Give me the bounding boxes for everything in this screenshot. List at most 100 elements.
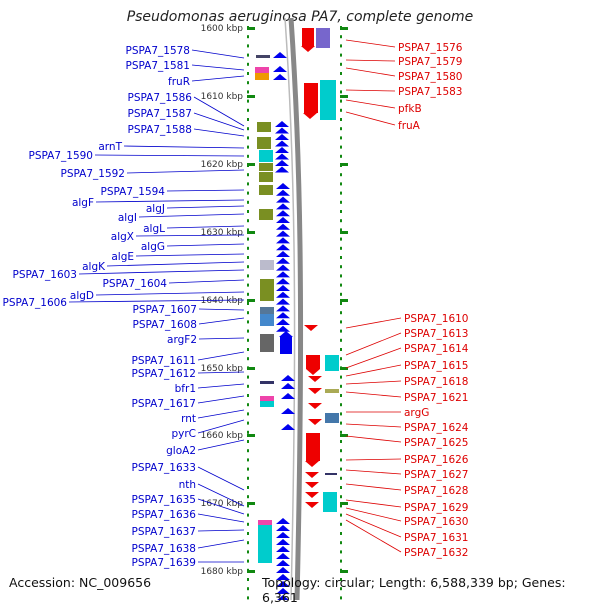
right-gene-label: PSPA7_1618	[404, 376, 469, 388]
right-tick-dot	[340, 375, 342, 379]
gene-feature-block	[258, 520, 272, 525]
left-gene-connector	[166, 225, 245, 229]
left-tick-dot	[247, 256, 249, 259]
kbp-tick	[340, 570, 348, 573]
left-tick-dot	[247, 430, 249, 434]
right-tick-dot	[340, 145, 342, 149]
left-tick-dot	[247, 403, 249, 407]
left-tick-dot	[247, 348, 249, 351]
right-gene-label: pfkB	[398, 103, 422, 115]
left-gene-connector	[191, 49, 245, 59]
right-tick-dot	[340, 550, 342, 554]
right-tick-dot	[340, 486, 342, 489]
right-gene-label: PSPA7_1624	[404, 422, 469, 434]
right-tick-dot	[340, 320, 342, 324]
kbp-tick	[247, 163, 255, 166]
reverse-gene-arrow	[305, 492, 319, 498]
left-gene-label: gloA2	[166, 445, 196, 457]
gene-feature-block	[260, 334, 274, 352]
left-gene-label: PSPA7_1637	[132, 526, 197, 538]
right-tick-dot	[340, 90, 342, 94]
left-tick-dot	[247, 412, 249, 416]
left-tick-dot	[247, 421, 249, 425]
kbp-tick	[247, 570, 255, 573]
kbp-tick	[247, 95, 255, 98]
forward-gene-arrow	[275, 140, 289, 147]
right-tick-dot	[340, 578, 342, 581]
forward-gene-arrow	[273, 74, 287, 80]
right-tick-dot	[340, 532, 342, 535]
left-gene-connector	[198, 337, 245, 340]
right-gene-label: PSPA7_1610	[404, 313, 469, 325]
left-gene-label: PSPA7_1581	[126, 60, 191, 72]
left-tick-dot	[247, 210, 249, 213]
forward-gene-arrow	[276, 244, 290, 251]
right-gene-connector	[345, 347, 402, 369]
left-tick-dot	[247, 200, 249, 204]
gene-feature-block	[255, 67, 269, 73]
forward-gene-arrow	[276, 525, 290, 531]
kbp-marker-label: 1680 kbp	[201, 567, 244, 577]
reverse-gene-arrow	[308, 388, 322, 394]
left-tick-dot	[247, 338, 249, 342]
gene-feature-block	[259, 185, 273, 195]
left-gene-label: algE	[111, 251, 134, 263]
left-gene-label: PSPA7_1604	[103, 278, 168, 290]
left-tick-dot	[247, 329, 249, 333]
right-gene-connector	[345, 519, 402, 553]
forward-gene-arrow	[276, 319, 290, 325]
kbp-tick	[247, 27, 255, 30]
left-gene-connector	[78, 269, 245, 275]
left-tick-dot	[247, 108, 249, 112]
left-tick-dot	[247, 173, 249, 177]
reverse-gene-block	[306, 355, 320, 369]
right-gene-connector	[345, 423, 402, 428]
forward-gene-arrow	[281, 393, 295, 399]
left-tick-dot	[247, 246, 249, 250]
left-gene-connector	[191, 64, 245, 71]
right-tick-dot	[340, 136, 342, 140]
right-tick-dot	[340, 283, 342, 287]
right-gene-label: PSPA7_1613	[404, 328, 469, 340]
left-gene-label: argF2	[167, 334, 197, 346]
right-tick-dot	[340, 504, 342, 508]
reverse-gene-arrow	[308, 376, 322, 382]
forward-gene-arrow	[276, 210, 290, 217]
left-gene-connector	[135, 253, 245, 257]
left-gene-connector	[166, 205, 245, 209]
left-gene-label: PSPA7_1592	[61, 168, 126, 180]
right-tick-dot	[340, 265, 342, 269]
accession-text: Accession: NC_009656	[9, 575, 152, 590]
genome-backbone	[288, 17, 304, 600]
kbp-tick	[247, 231, 255, 234]
left-gene-connector	[126, 169, 245, 174]
kbp-marker-label: 1610 kbp	[201, 92, 244, 102]
forward-gene-arrow	[276, 567, 290, 573]
left-tick-dot	[247, 440, 249, 443]
left-gene-label: PSPA7_1607	[133, 304, 198, 316]
kbp-marker-label: 1660 kbp	[201, 431, 244, 441]
reverse-gene-arrow	[305, 482, 319, 488]
left-tick-dot	[247, 578, 249, 581]
right-tick-dot	[340, 394, 342, 397]
forward-gene-arrow	[276, 291, 290, 298]
forward-gene-arrow	[276, 257, 290, 264]
left-gene-connector	[197, 483, 245, 507]
right-tick-dot	[340, 412, 342, 416]
left-gene-label: PSPA7_1603	[13, 269, 78, 281]
left-gene-label: nth	[179, 479, 196, 491]
gene-feature-block	[260, 401, 274, 407]
left-gene-label: algI	[118, 212, 137, 224]
reverse-gene-arrow	[305, 461, 319, 467]
left-tick-dot	[247, 136, 249, 140]
right-gene-label: PSPA7_1579	[398, 56, 463, 68]
left-gene-connector	[168, 279, 245, 284]
forward-gene-arrow	[276, 588, 290, 594]
kbp-tick	[340, 367, 348, 370]
right-tick-dot	[340, 311, 342, 315]
left-gene-label: bfr1	[175, 383, 196, 395]
gene-feature-block	[325, 355, 339, 371]
forward-gene-arrow	[276, 285, 290, 291]
left-gene-label: algK	[82, 261, 106, 273]
right-gene-label: PSPA7_1629	[404, 502, 469, 514]
